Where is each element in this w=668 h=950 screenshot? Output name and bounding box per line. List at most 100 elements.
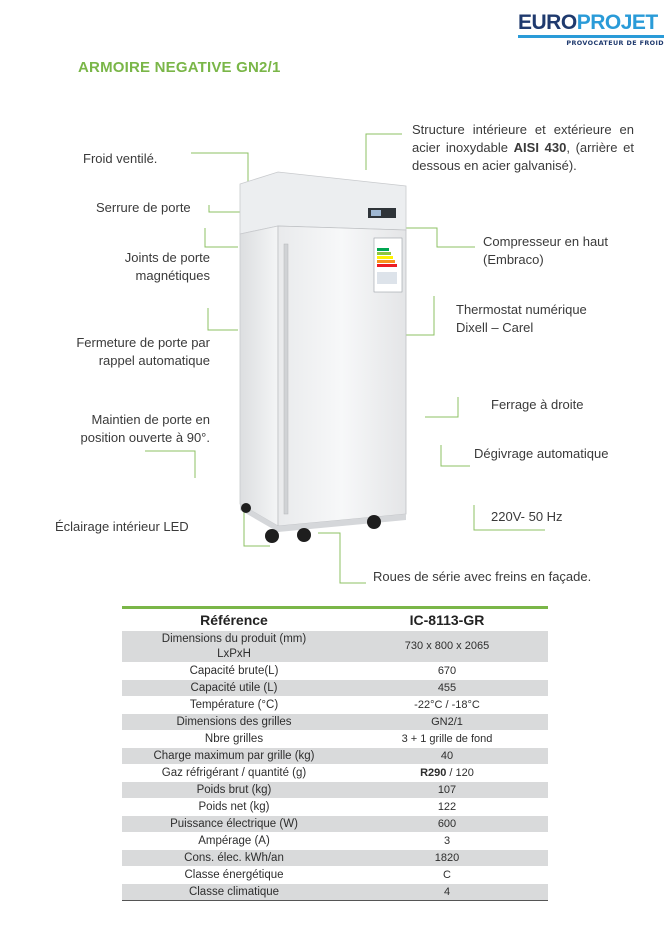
logo-tagline: PROVOCATEUR DE FROID	[566, 39, 664, 47]
leader-ferrage	[425, 397, 459, 418]
spec-header-model: IC-8113-GR	[346, 606, 548, 631]
feature-compresseur-line2: (Embraco)	[483, 252, 544, 267]
logo-euro: EURO	[518, 11, 577, 34]
spec-label: Nbre grilles	[122, 730, 346, 748]
table-row: Ampérage (A)3	[122, 832, 548, 850]
logo-wordmark: EUROPROJET	[518, 12, 664, 34]
feature-fermeture: Fermeture de porte par rappel automatiqu…	[40, 334, 210, 370]
spec-label: Poids brut (kg)	[122, 781, 346, 799]
leader-thermostat	[398, 296, 435, 336]
feature-compresseur-line1: Compresseur en haut	[483, 234, 609, 249]
leader-tension	[473, 505, 545, 531]
page-title: ARMOIRE NEGATIVE GN2/1	[78, 59, 281, 76]
spec-header-reference: Référence	[122, 606, 346, 631]
spec-value: 600	[346, 815, 548, 833]
spec-value: 3 + 1 grille de fond	[346, 730, 548, 748]
leader-compresseur	[404, 227, 475, 248]
freezer-image	[239, 171, 407, 543]
spec-value: 1820	[346, 849, 548, 867]
spec-value: C	[346, 866, 548, 884]
feature-serrure: Serrure de porte	[96, 200, 191, 215]
leader-fermeture	[207, 308, 238, 331]
spec-value: 107	[346, 781, 548, 799]
spec-value: 670	[346, 662, 548, 680]
feature-ferrage: Ferrage à droite	[491, 397, 584, 412]
feature-structure: Structure intérieure et extérieure en ac…	[412, 121, 634, 175]
leader-degivrage	[440, 445, 470, 467]
spec-label: Charge maximum par grille (kg)	[122, 747, 346, 765]
spec-value: R290 / 120	[346, 764, 548, 782]
spec-label: Dimensions du produit (mm) LxPxH	[122, 631, 346, 663]
table-row: Capacité brute(L)670	[122, 662, 548, 680]
spec-label: Classe climatique	[122, 883, 346, 901]
spec-label: Dimensions des grilles	[122, 713, 346, 731]
spec-value-bold: R290	[420, 766, 447, 779]
feature-thermostat-line1: Thermostat numérique	[456, 302, 587, 317]
feature-structure-text-a: Structure intérieure et extérieure en ac…	[412, 122, 634, 155]
table-row: Poids brut (kg)107	[122, 781, 548, 799]
feature-degivrage: Dégivrage automatique	[474, 446, 609, 461]
leader-maintien	[145, 450, 196, 478]
spec-value: 730 x 800 x 2065	[346, 631, 548, 663]
feature-froid-ventile: Froid ventilé.	[83, 151, 158, 166]
spec-label-line2: LxPxH	[217, 647, 251, 660]
feature-structure-text-b: , (arrière et dessous en acier galvanisé…	[412, 140, 634, 173]
spec-value: 40	[346, 747, 548, 765]
leader-froid	[191, 152, 249, 184]
feature-joints-line1: Joints de porte	[124, 250, 210, 265]
feature-fermeture-line2: rappel automatique	[98, 353, 210, 368]
feature-compresseur: Compresseur en haut (Embraco)	[483, 233, 608, 269]
table-row: Capacité utile (L)455	[122, 679, 548, 697]
spec-label: Cons. élec. kWh/an	[122, 849, 346, 867]
feature-maintien: Maintien de porte en position ouverte à …	[40, 411, 210, 447]
feature-maintien-line2: position ouverte à 90°.	[80, 430, 210, 445]
spec-label: Capacité utile (L)	[122, 679, 346, 697]
table-row: Charge maximum par grille (kg)40	[122, 747, 548, 765]
spec-value: 455	[346, 679, 548, 697]
leader-joints	[204, 228, 238, 248]
spec-header-row: Référence IC-8113-GR	[122, 606, 548, 631]
spec-value: 3	[346, 832, 548, 850]
spec-value: GN2/1	[346, 713, 548, 731]
feature-eclairage-led: Éclairage intérieur LED	[55, 519, 189, 534]
spec-label: Capacité brute(L)	[122, 662, 346, 680]
feature-structure-bold: AISI 430	[513, 140, 567, 155]
feature-maintien-line1: Maintien de porte en	[91, 412, 210, 427]
spec-value: 122	[346, 798, 548, 816]
feature-joints-line2: magnétiques	[135, 268, 210, 283]
spec-label: Poids net (kg)	[122, 798, 346, 816]
feature-joints: Joints de porte magnétiques	[90, 249, 210, 285]
table-row: Gaz réfrigérant / quantité (g)R290 / 120	[122, 764, 548, 782]
spec-value: -22°C / -18°C	[346, 696, 548, 714]
spec-label: Gaz réfrigérant / quantité (g)	[122, 764, 346, 782]
table-row: Température (°C)-22°C / -18°C	[122, 696, 548, 714]
spec-label: Ampérage (A)	[122, 832, 346, 850]
spec-label: Puissance électrique (W)	[122, 815, 346, 833]
spec-value: 4	[346, 883, 548, 901]
spec-label: Classe énergétique	[122, 866, 346, 884]
table-row: Poids net (kg)122	[122, 798, 548, 816]
europrojet-logo: EUROPROJET PROVOCATEUR DE FROID	[518, 12, 664, 47]
spec-table: Référence IC-8113-GR Dimensions du produ…	[122, 606, 548, 901]
table-row: Puissance électrique (W)600	[122, 815, 548, 833]
feature-thermostat: Thermostat numérique Dixell – Carel	[456, 301, 587, 337]
spec-value-rest: / 120	[446, 766, 474, 779]
logo-projet: PROJET	[576, 11, 659, 34]
spec-label: Température (°C)	[122, 696, 346, 714]
feature-tension: 220V- 50 Hz	[491, 509, 563, 524]
table-row: Dimensions du produit (mm) LxPxH 730 x 80…	[122, 631, 548, 663]
leader-structure	[365, 133, 402, 170]
leader-eclairage	[243, 500, 270, 547]
feature-roues: Roues de série avec freins en façade.	[373, 569, 592, 584]
feature-fermeture-line1: Fermeture de porte par	[76, 335, 210, 350]
feature-thermostat-line2: Dixell – Carel	[456, 320, 534, 335]
spec-label-line1: Dimensions du produit (mm)	[161, 632, 307, 645]
leader-roues	[318, 532, 366, 584]
logo-underline	[518, 35, 664, 38]
